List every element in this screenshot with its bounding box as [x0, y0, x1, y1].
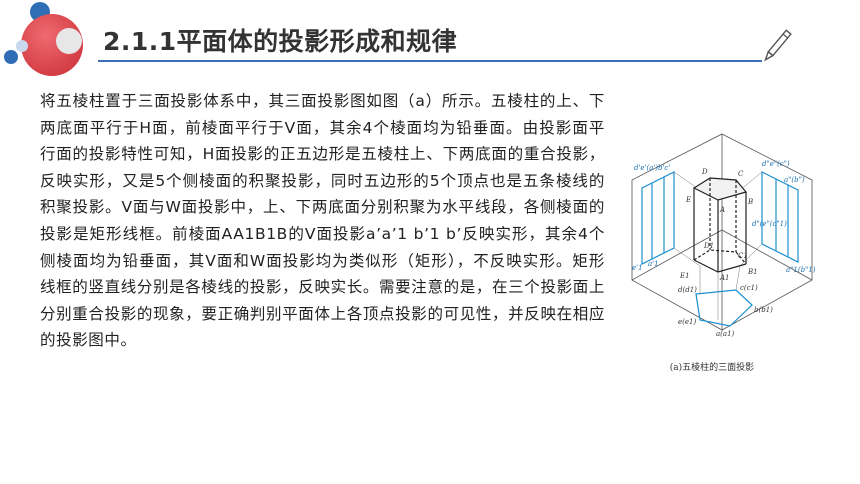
label-B: B [747, 198, 753, 206]
label-D: D [701, 168, 708, 176]
label-A1: A1 [719, 274, 730, 282]
label-h-c: c(c1) [740, 284, 758, 292]
label-h-d: d(d1) [678, 286, 697, 294]
label-v-b: a'1 [648, 260, 659, 268]
label-w-b: a"1(b"1) [786, 266, 816, 274]
label-C: C [738, 170, 744, 178]
label-v-bl: e'1 [632, 264, 643, 272]
label-w-m: d"(e"(c"1) [752, 220, 787, 228]
title-underline [98, 60, 762, 62]
deco-circle-gray [56, 28, 82, 54]
page-title: 2.1.1平面体的投影形成和规律 [103, 27, 458, 56]
label-h-a: a(a1) [716, 330, 735, 338]
label-v-top: d'e'(a')b'c' [634, 164, 670, 172]
label-h-b: b(b1) [754, 306, 773, 314]
label-w-top: d"e"(c") [762, 160, 790, 168]
label-D1: D1 [703, 242, 714, 250]
label-h-e: e(e1) [678, 318, 696, 326]
pencil-icon [764, 29, 792, 62]
figure-caption: (a)五棱柱的三面投影 [669, 363, 755, 373]
label-w-r: a"(b") [784, 176, 805, 184]
deco-circle-blue [4, 50, 18, 64]
label-E1: E1 [679, 272, 690, 280]
label-E: E [685, 196, 691, 204]
deco-circle-faint [16, 40, 28, 52]
prism-projection-figure: D C E A B D1 C1 E1 A1 B1 d'e'(a')b'c' e'… [612, 130, 832, 378]
projection-diagram: D C E A B D1 C1 E1 A1 B1 d'e'(a')b'c' e'… [631, 133, 816, 338]
body-paragraph: 将五棱柱置于三面投影体系中，其三面投影图如图（a）所示。五棱柱的上、下两底面平行… [40, 92, 605, 350]
label-B1: B1 [747, 268, 758, 276]
label-A: A [719, 206, 725, 214]
label-C1: C1 [738, 252, 748, 260]
